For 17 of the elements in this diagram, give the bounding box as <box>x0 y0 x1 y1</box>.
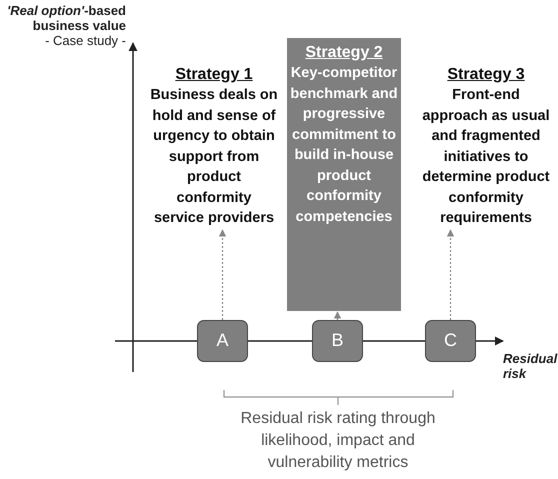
strategy-heading: Strategy 1 <box>174 65 254 85</box>
risk-box: B <box>312 320 363 362</box>
strategy-description: Business deals on hold and sense of urgency to obtain support from product conformity service providers <box>150 86 278 228</box>
arrow <box>446 229 454 320</box>
axis-title: Residual risk <box>503 351 558 381</box>
strategy-heading: Strategy 3 <box>446 65 526 85</box>
risk-box: A <box>197 320 248 362</box>
caption-text: Residual risk rating through likelihood, impact and vulnerability metrics <box>240 409 436 473</box>
strategy-description: Front-end approach as usual and fragmented initiatives to determine product conformity requirements <box>421 86 551 228</box>
axis-subtitle: - Case study - <box>44 33 126 48</box>
arrow <box>334 311 342 320</box>
axis-title: 'Real option'-based business value <box>6 3 126 33</box>
strategy-panel <box>287 38 401 311</box>
arrow <box>218 229 226 320</box>
risk-box: C <box>425 320 476 362</box>
strategy-heading: Strategy 2 <box>304 43 384 63</box>
strategy-description: Key-competitor benchmark and progressive commitment to build in-house product conformity competencies <box>289 64 399 226</box>
